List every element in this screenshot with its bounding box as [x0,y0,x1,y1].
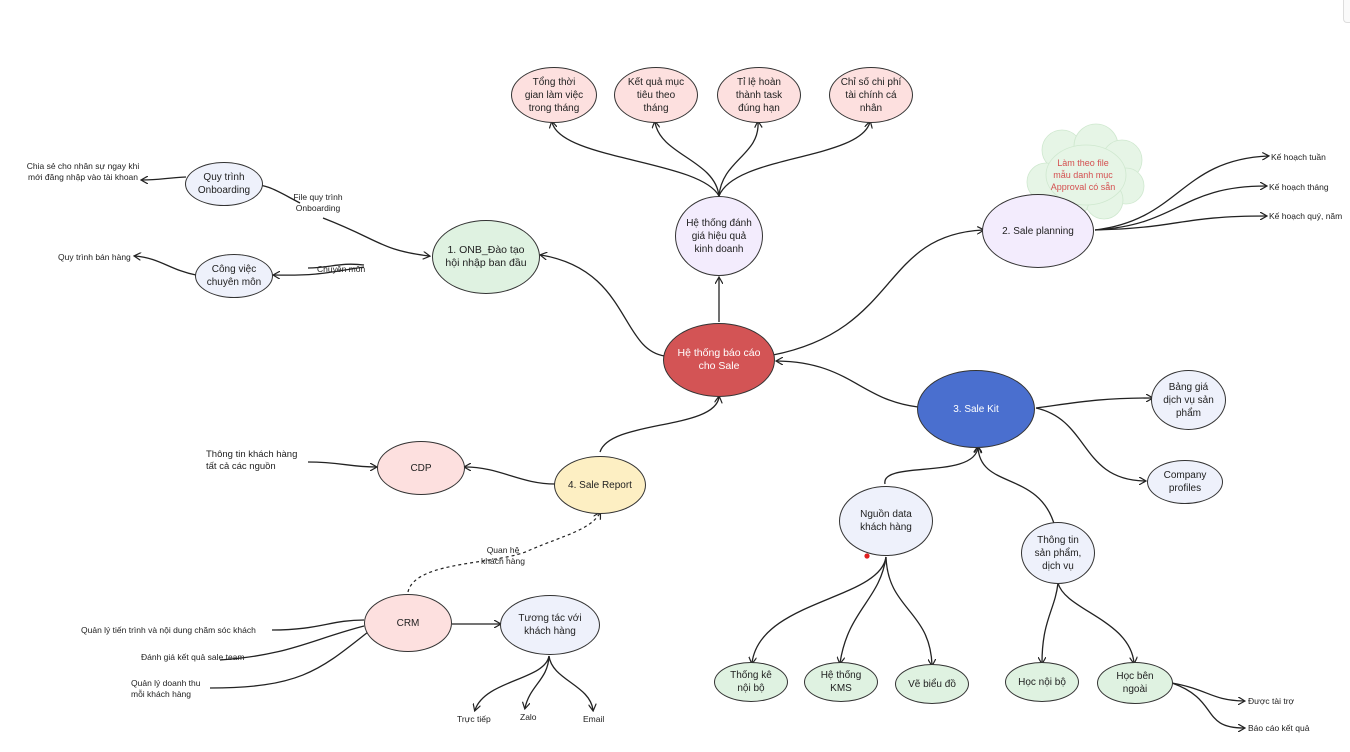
label-sales-process: Quy trình bán hàng [58,252,131,262]
window-edge-handle[interactable] [1343,0,1350,23]
kpi-task-completion-node[interactable]: Tỉ lệ hoàn thành task đúng hạn [717,67,801,123]
sale-report-node[interactable]: 4. Sale Report [554,456,646,514]
sale-planning-node[interactable]: 2. Sale planning [982,194,1094,268]
onb-node[interactable]: 1. ONB_Đào tạo hội nhập ban đầu [432,220,540,294]
label-share-with-staff: Chia sẻ cho nhân sự ngay khi mới đăng nh… [26,161,140,182]
kms-system-node[interactable]: Hệ thống KMS [804,662,878,702]
label-zalo: Zalo [520,712,537,722]
label-email: Email [583,714,605,724]
internal-learning-node[interactable]: Học nội bộ [1005,662,1079,702]
label-evaluate-team: Đánh giá kết quả sale team [141,652,245,662]
professional-work-node[interactable]: Công việc chuyên môn [195,254,273,298]
label-manage-care-progress: Quản lý tiến trình và nội dung chăm sóc … [81,625,256,635]
customer-interaction-node[interactable]: Tương tác với khách hàng [500,595,600,655]
external-learning-node[interactable]: Học bên ngoài [1097,662,1173,704]
price-list-node[interactable]: Bảng giá dịch vụ sản phẩm [1151,370,1226,430]
kpi-working-time-node[interactable]: Tổng thời gian làm việc trong tháng [511,67,597,123]
internal-stats-node[interactable]: Thống kê nội bộ [714,662,788,702]
label-monthly-plan: Kế hoạch tháng [1269,182,1329,192]
label-specialty: Chuyên môn [317,264,366,274]
label-direct: Trực tiếp [457,714,491,724]
charting-node[interactable]: Vẽ biểu đồ [895,664,969,704]
center-node[interactable]: Hệ thống báo cáo cho Sale [663,323,775,397]
label-customer-info-all-sources: Thông tin khách hàng tất cả các nguồn [206,449,298,472]
kpi-finance-index-node[interactable]: Chỉ số chi phí tài chính cá nhân [829,67,913,123]
label-funded: Được tài trợ [1248,696,1295,706]
label-quarter-year-plan: Kế hoạch quý, năm [1269,211,1343,221]
label-manage-revenue: Quản lý doanh thu mỗi khách hàng [131,678,201,699]
label-report-results: Báo cáo kết quả [1248,723,1310,733]
product-info-node[interactable]: Thông tin sản phẩm, dịch vụ [1021,522,1095,584]
label-weekly-plan: Kế hoạch tuần [1271,152,1326,162]
note-cloud [1026,123,1145,220]
label-customer-relations: Quan hệ khách hàng [481,545,525,566]
crm-node[interactable]: CRM [364,594,452,652]
cloud-note-text: Làm theo file mẫu danh mục Approval có s… [1050,158,1116,192]
customer-data-source-node[interactable]: Nguồn data khách hàng [839,486,933,556]
label-onboarding-file: File quy trình Onboarding [293,192,343,213]
kpi-system-node[interactable]: Hệ thống đánh giá hiệu quả kinh doanh [675,196,763,276]
cdp-node[interactable]: CDP [377,441,465,495]
red-dot-marker [864,553,870,559]
sale-kit-node[interactable]: 3. Sale Kit [917,370,1035,448]
kpi-monthly-target-node[interactable]: Kết quả mục tiêu theo tháng [614,67,698,123]
onboarding-process-node[interactable]: Quy trình Onboarding [185,162,263,206]
company-profiles-node[interactable]: Company profiles [1147,460,1223,504]
